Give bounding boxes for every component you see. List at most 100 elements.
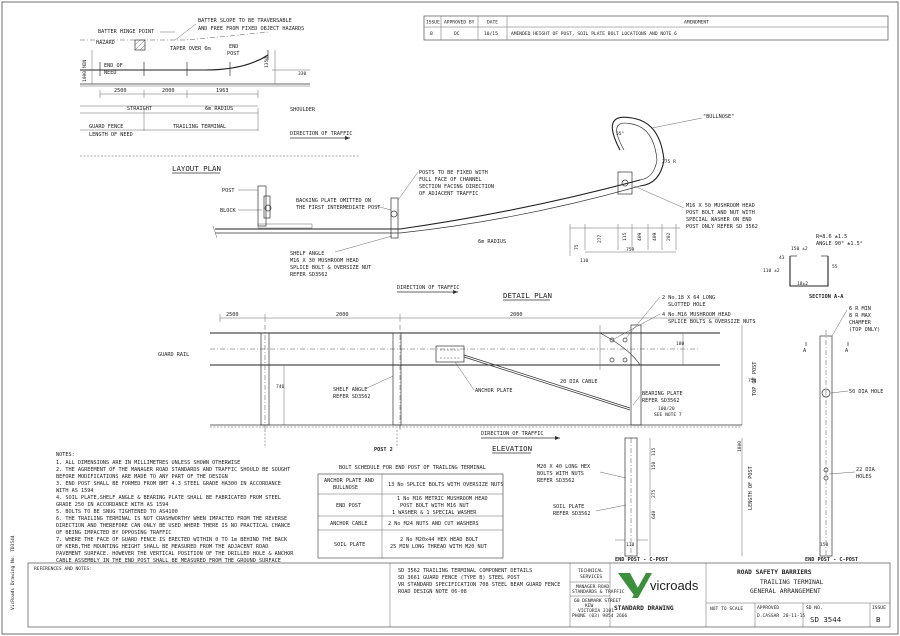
dim-100-20: 100/20 xyxy=(658,406,675,412)
amend-header-amendment: AMENDMENT xyxy=(684,20,709,26)
dim-115: 115 xyxy=(622,232,628,241)
radius-label-plan: 6m RADIUS xyxy=(478,239,506,245)
chamfer-note: CHAMFER xyxy=(849,320,872,326)
dim-115-ep: 115 xyxy=(651,447,657,456)
bolt-schedule: BOLT SCHEDULE FOR END POST OF TRAILING T… xyxy=(317,465,504,559)
main-title: ROAD SAFETY BARRIERS xyxy=(737,569,812,576)
note-line: BEFORE MODIFICATIONS ARE MADE TO ANY PAR… xyxy=(56,474,228,480)
m16x50-note: M16 X 50 MUSHROOM HEAD xyxy=(686,203,755,209)
dim-2000a-elev: 2000 xyxy=(336,312,349,318)
dim-55-sec: 55 xyxy=(832,264,838,270)
sd-no-label: SD NO. xyxy=(806,605,823,611)
dim-180: 180 xyxy=(676,341,685,347)
splice-bolt-note: 4 No.M16 MUSHROOM HEAD xyxy=(662,312,731,318)
elevation: 2500 2000 2000 GUARD RAIL 740 SHELF ANGL… xyxy=(158,295,758,454)
hex-bolt-note-3: REFER SD3562 xyxy=(537,478,574,484)
note-line: OF KERB,THE MOUNTING HEIGHT SHALL BE MEA… xyxy=(56,544,268,550)
dim-740: 740 xyxy=(276,384,285,390)
bolt-desc: 2 No M20x44 HEX HEAD BOLT xyxy=(400,537,478,543)
end-of-need-label-2: NEED xyxy=(104,70,117,76)
batter-note-2: AND FREE FROM FIXED OBJECT HAZARDS xyxy=(198,26,304,32)
note-line: 1. ALL DIMENSIONS ARE IN MILLIMETRES UNL… xyxy=(56,460,240,466)
end-post-right xyxy=(819,335,833,557)
batter-note: BATTER SLOPE TO BE TRAVERSABLE xyxy=(198,18,292,24)
bearing-plate-note: BEARING PLATE xyxy=(642,391,683,397)
bolt-desc: POST BOLT WITH M16 NUT xyxy=(400,503,469,509)
bullnose-shape xyxy=(611,116,665,187)
dim-2500: 2500 xyxy=(114,88,127,94)
side-drawing-number: VicRoads Drawing No. TD3544 xyxy=(10,535,16,610)
dim-202: 202 xyxy=(666,232,672,241)
plan-direction-label: DIRECTION OF TRAFFIC xyxy=(397,285,459,291)
trailing-terminal-label: TRAILING TERMINAL xyxy=(173,124,226,130)
sub-title-1: TRAILING TERMINAL xyxy=(760,579,824,586)
not-to-scale: NOT TO SCALE xyxy=(710,606,743,612)
note-line: WITH AS 1594 xyxy=(56,488,93,494)
dim-1963: 1963 xyxy=(216,88,229,94)
r-min-note: 6 R MIN xyxy=(849,306,871,312)
dim-1000-min: 1000 MIN xyxy=(82,60,88,82)
dia-hole-50 xyxy=(821,388,831,398)
dim-43-sec: 43 xyxy=(779,255,785,261)
bolt-desc: 25 MIN LONG THREAD WITH M20 NUT xyxy=(390,544,487,550)
bolt-desc: 1 WASHER & 1 SPECIAL WASHER xyxy=(392,510,477,516)
references-label: REFERENCES AND NOTES: xyxy=(34,566,92,572)
note-line: PAVEMENT SURFACE. HOWEVER THE VERTICAL P… xyxy=(56,551,294,557)
post-2-label: POST 2 xyxy=(374,447,393,453)
section-aa: R=8.6 ±1.5 ANGLE 90° ±1.5° 150 ±2 110 ±2… xyxy=(763,234,863,300)
end-post-details: M20 X 40 LONG HEX BOLTS WITH NUTS REFER … xyxy=(537,306,883,563)
address-line: PHONE (03) 9854 2666 xyxy=(572,613,628,619)
detail-plan: POST BLOCK BACKING PLATE OMITTED ON THE … xyxy=(212,114,758,301)
top-of-post-label: TOP OF POST xyxy=(752,362,758,396)
dim-275r: 275 R xyxy=(662,159,676,165)
cable-label: 20 DIA CABLE xyxy=(560,379,597,385)
layout-direction-label: DIRECTION OF TRAFFIC xyxy=(290,131,352,137)
dia-holes-label-2: HOLES xyxy=(856,474,872,480)
title-block: REFERENCES AND NOTES: SD 3562 TRAILING T… xyxy=(10,535,891,628)
note-line: DIRECTION AND THEREFORE CAN ONLY BE USED… xyxy=(56,523,290,529)
batter-hinge-label: BATTER HINGE POINT xyxy=(98,29,154,35)
dim-640-ep: 640 xyxy=(651,510,657,519)
hex-bolt-note: M20 X 40 LONG HEX xyxy=(537,464,591,470)
posts-fixed-note: POSTS TO BE FIXED WITH xyxy=(419,170,488,176)
bolt-item: ANCHOR PLATE AND xyxy=(324,478,374,484)
amend-issue: B xyxy=(430,31,433,37)
splice-bolt-note-2: SPLICE BOLTS & OVERSIZE NUTS xyxy=(668,319,755,325)
slot-note: 2 No.18 X 64 LONG xyxy=(662,295,715,301)
backing-plate-note-2: THE FIRST INTERMEDIATE POST xyxy=(296,205,380,211)
post-label: POST xyxy=(222,188,235,194)
see-note-7: SEE NOTE 7 xyxy=(654,412,682,418)
note-line: 6. THE TRAILING TERMINAL IS NOT CRASHWOR… xyxy=(56,516,287,522)
detail-plan-title: DETAIL PLAN xyxy=(503,291,552,300)
shelf-angle-note-3: SPLICE BOLT & OVERSIZE NUT xyxy=(290,265,371,271)
length-of-need-label: LENGTH OF NEED xyxy=(89,132,133,138)
dim-409b: 409 xyxy=(652,232,658,241)
m16x50-note-2: POST BOLT AND NUT WITH xyxy=(686,210,755,216)
end-post-elev xyxy=(630,324,642,426)
dim-409a: 409 xyxy=(637,232,643,241)
bolt-item: SOIL PLATE xyxy=(334,542,365,548)
end-of-need-label: END OF xyxy=(104,63,123,69)
reference-line: SD 3562 TRAILING TERMINAL COMPONENT DETA… xyxy=(398,568,532,574)
m16x50-note-4: POST ONLY REFER SD 3562 xyxy=(686,224,758,230)
layout-plan: BATTER SLOPE TO BE TRAVERSABLE AND FREE … xyxy=(80,18,360,174)
length-of-post-label: LENGTH OF POST xyxy=(748,466,754,510)
shelf-angle-note-2: M16 X 30 MUSHROOM HEAD xyxy=(290,258,359,264)
approved-date: 28-11-15 xyxy=(783,613,805,619)
amend-approved: DC xyxy=(454,31,460,37)
guard-rail-label: GUARD RAIL xyxy=(158,352,189,358)
taper-label: TAPER OVER 6m xyxy=(170,46,211,52)
dim-110-plan: 110 xyxy=(580,258,589,264)
manager-label-2: STANDARDS & TRAFFIC xyxy=(572,589,625,595)
m16x50-note-3: SPECIAL WASHER ON END xyxy=(686,217,752,223)
bolt-desc: 1 No M16 METRIC MUSHROOM HEAD xyxy=(397,496,488,502)
arrow-right-icon xyxy=(555,436,560,440)
r-max-note: 8 R MAX xyxy=(849,313,872,319)
shelf-angle-elev: SHELF ANGLE xyxy=(333,387,367,393)
note-line: 2. THE AGREEMENT OF THE MANAGER ROAD STA… xyxy=(56,467,290,473)
bearing-plate-note-2: REFER SD3562 xyxy=(642,398,679,404)
r-note: R=8.6 ±1.5 xyxy=(816,234,847,240)
dim-1350: 1350 xyxy=(264,57,270,68)
post-section xyxy=(257,185,267,227)
